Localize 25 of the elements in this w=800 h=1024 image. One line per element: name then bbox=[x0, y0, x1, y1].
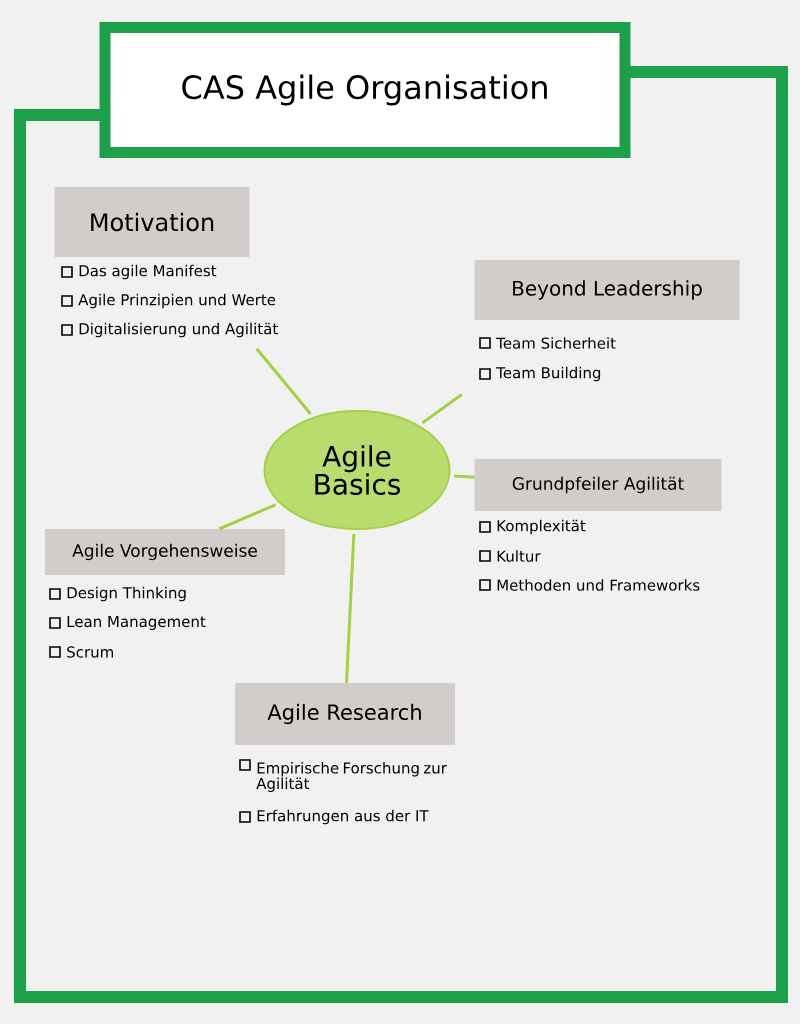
list-item: Kultur bbox=[497, 550, 541, 562]
list-item: Agile Prinzipien und Werte bbox=[78, 293, 276, 309]
connector-line bbox=[345, 533, 356, 683]
list-item: Digitalisierung und Agilität bbox=[79, 322, 278, 338]
topic-box: Beyond Leadership bbox=[474, 260, 740, 320]
connector-line bbox=[218, 503, 277, 531]
list-item: Erfahrungen aus der IT bbox=[257, 809, 429, 825]
connector-line bbox=[255, 347, 312, 415]
list-item: Komplexität bbox=[497, 519, 586, 535]
list-item: Das agile Manifest bbox=[79, 264, 217, 280]
connector-line bbox=[453, 474, 475, 479]
list-item: Team Building bbox=[496, 366, 601, 382]
center-bubble: Agile Basics bbox=[263, 410, 451, 530]
list-item: Empirische Forschung zur Agilität bbox=[256, 762, 447, 793]
topic-box: Agile Research bbox=[235, 683, 455, 745]
topic-box: Motivation bbox=[54, 187, 250, 257]
topic-box: Agile Vorgehensweise bbox=[45, 529, 285, 575]
title-box: CAS Agile Organisation bbox=[99, 22, 631, 158]
list-item: Design Thinking bbox=[67, 586, 186, 602]
connector-line bbox=[421, 393, 463, 425]
list-item: Lean Management bbox=[67, 616, 206, 631]
topic-box: Grundpfeiler Agilität bbox=[474, 459, 722, 511]
list-item: Team Sicherheit bbox=[496, 337, 616, 349]
list-item: Scrum bbox=[67, 646, 113, 658]
list-item: Methoden und Frameworks bbox=[497, 579, 700, 591]
